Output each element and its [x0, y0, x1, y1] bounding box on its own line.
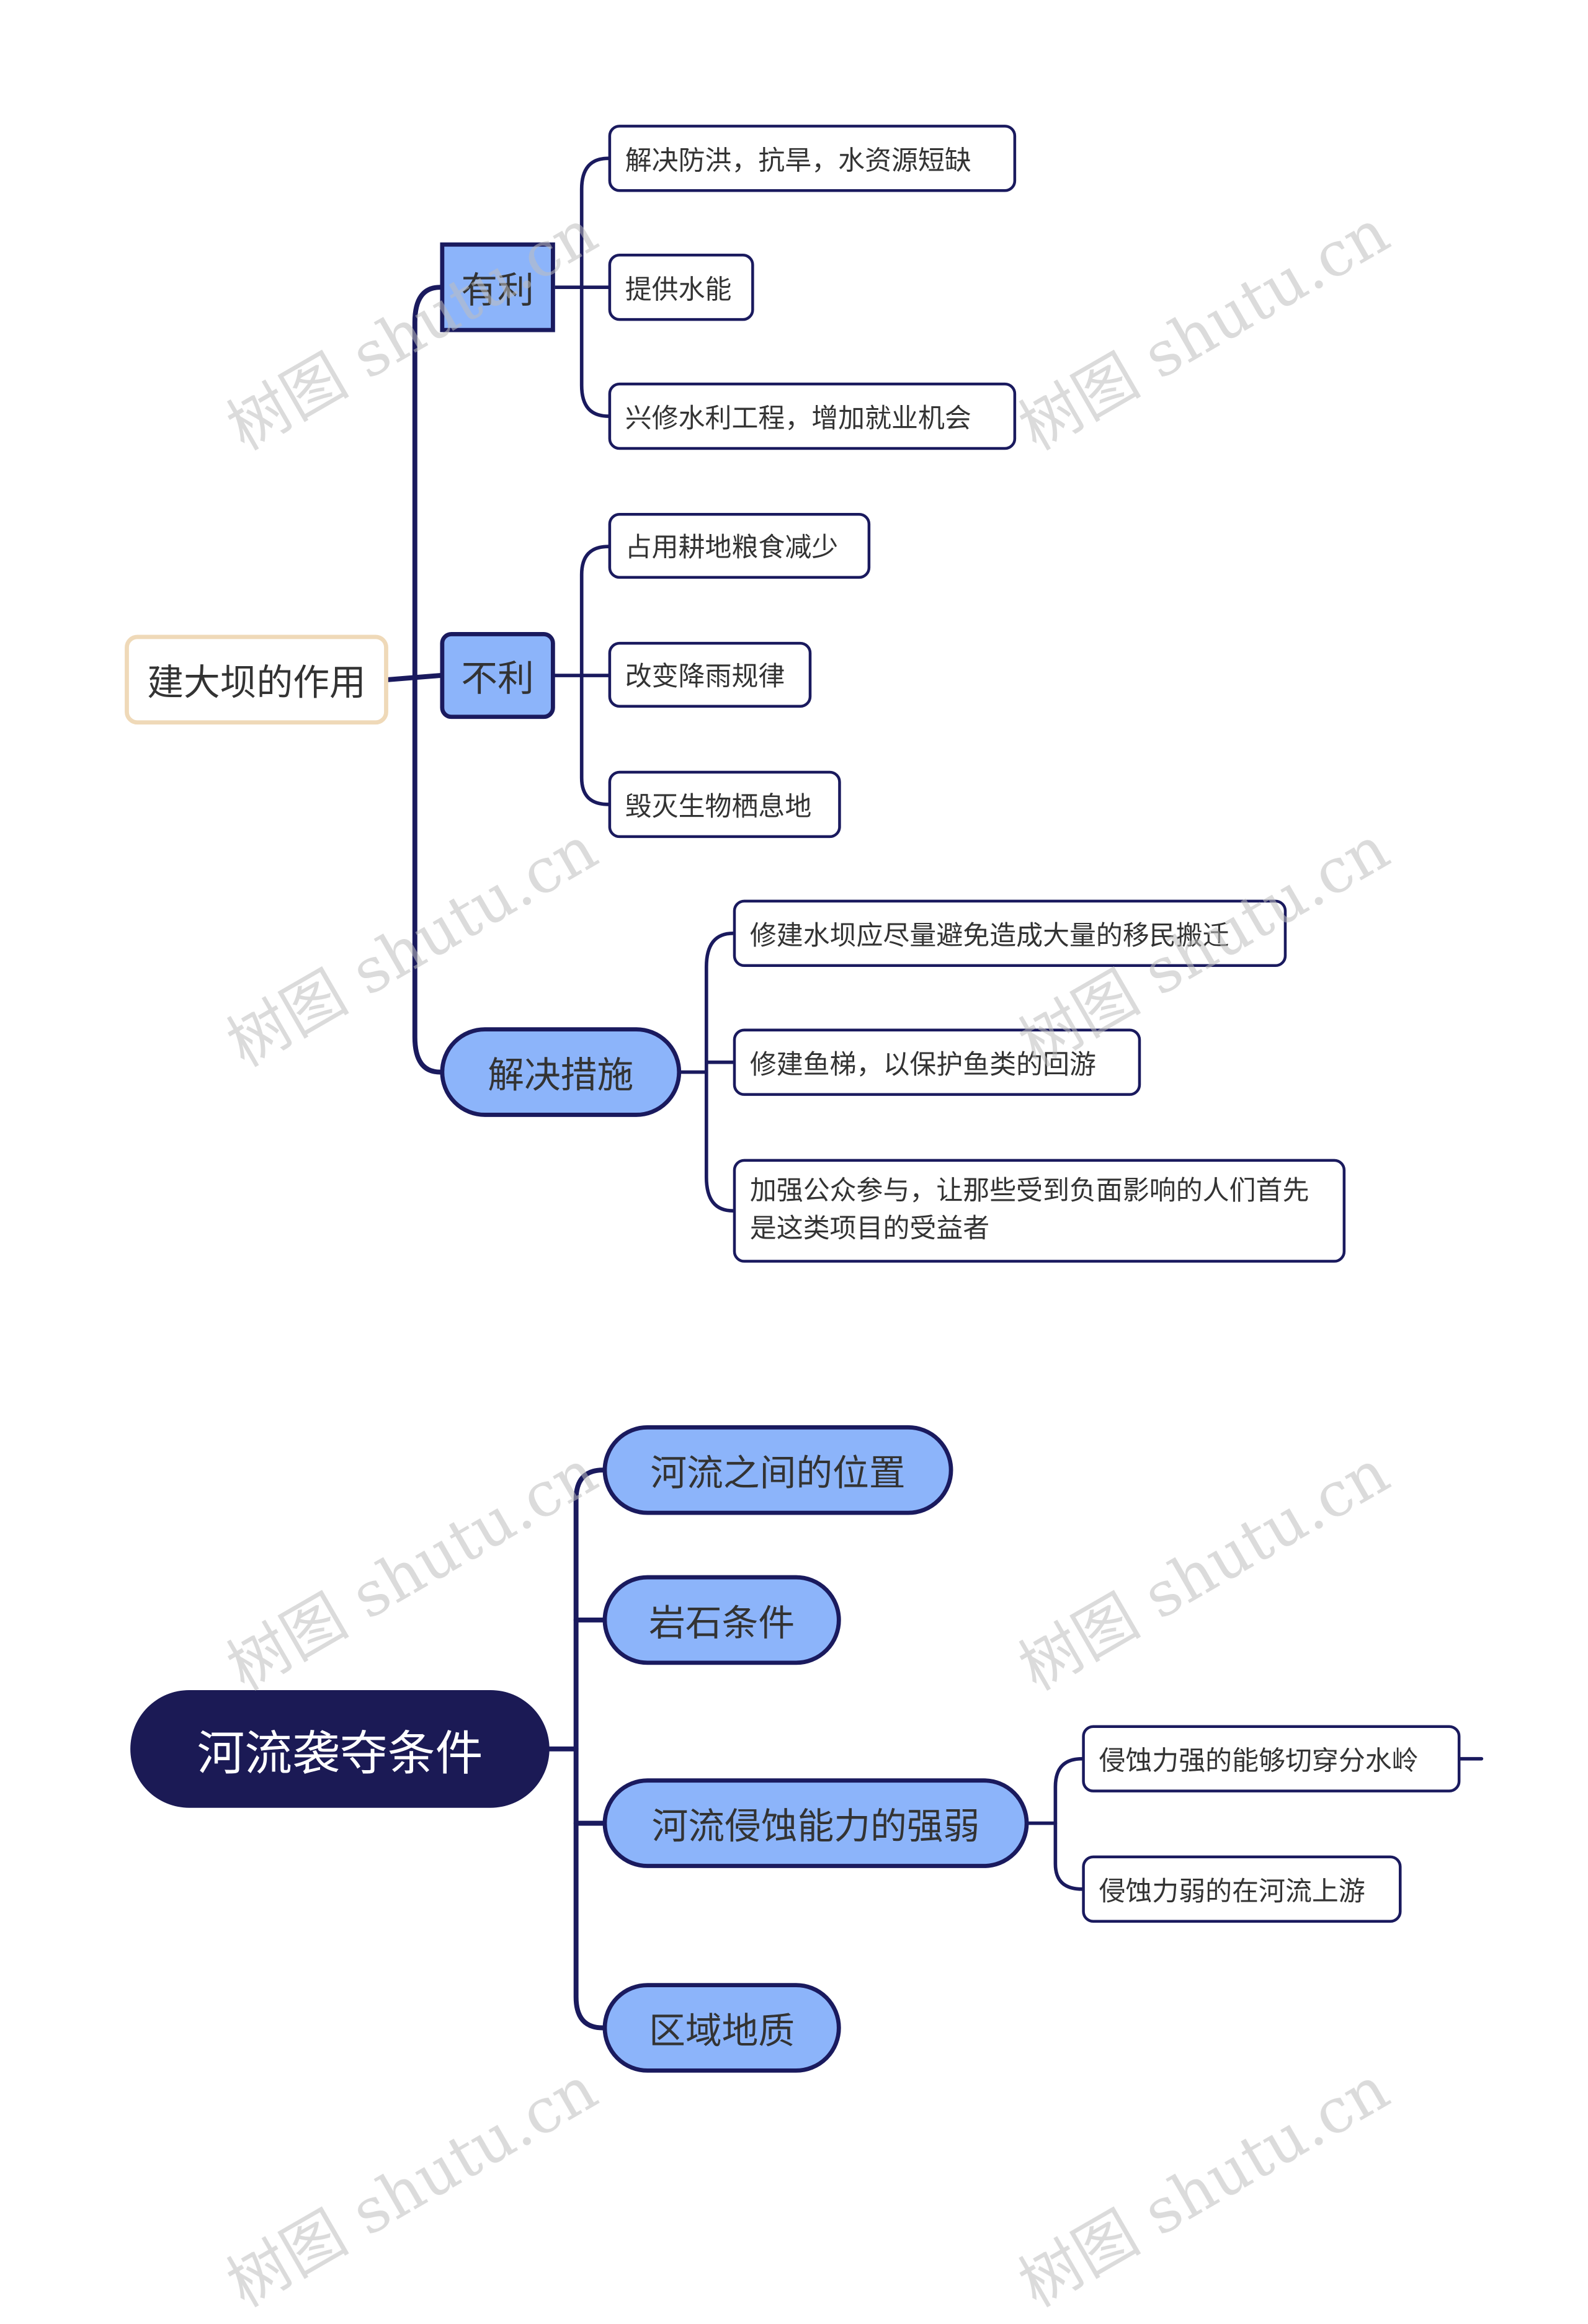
root-node-river-capture[interactable]: 河流袭夺条件	[130, 1690, 550, 1808]
branch-label: 河流之间的位置	[650, 1452, 906, 1495]
leaf-node[interactable]: 兴修水利工程，增加就业机会	[608, 382, 1017, 450]
branch-label: 区域地质	[649, 2010, 795, 2053]
mind-map-canvas: 建大坝的作用 有利 不利 解决措施 解决防洪，抗旱，水资源短缺 提供水能 兴修水…	[125, 125, 1484, 2322]
branch-node[interactable]: 河流侵蚀能力的强弱	[602, 1778, 1029, 1868]
root-label: 河流袭夺条件	[197, 1725, 483, 1782]
branch-node-pros[interactable]: 有利	[440, 242, 555, 332]
leaf-label: 加强公众参与，让那些受到负面影响的人们首先是这类项目的受益者	[749, 1175, 1309, 1245]
leaf-label: 修建水坝应尽量避免造成大量的移民搬迁	[749, 920, 1229, 951]
leaf-label: 提供水能	[625, 274, 732, 305]
leaf-node[interactable]: 毁灭生物栖息地	[608, 770, 841, 839]
branch-label: 解决措施	[488, 1054, 634, 1097]
leaf-label: 兴修水利工程，增加就业机会	[625, 403, 971, 434]
branch-label: 不利	[461, 657, 534, 700]
branch-node[interactable]: 区域地质	[602, 1983, 841, 2073]
branch-node-solutions[interactable]: 解决措施	[440, 1027, 682, 1117]
leaf-node[interactable]: 改变降雨规律	[608, 641, 812, 708]
leaf-label: 毁灭生物栖息地	[625, 791, 812, 822]
leaf-node[interactable]: 修建水坝应尽量避免造成大量的移民搬迁	[733, 899, 1287, 968]
leaf-label: 占用耕地粮食减少	[625, 532, 839, 564]
leaf-label: 改变降雨规律	[625, 661, 785, 693]
branch-node[interactable]: 岩石条件	[602, 1575, 841, 1665]
connector-lines	[385, 156, 1484, 2031]
leaf-node[interactable]: 提供水能	[608, 253, 754, 321]
leaf-node[interactable]: 加强公众参与，让那些受到负面影响的人们首先是这类项目的受益者	[733, 1159, 1346, 1263]
leaf-node[interactable]: 侵蚀力弱的在河流上游	[1082, 1855, 1402, 1923]
branch-label: 河流侵蚀能力的强弱	[651, 1805, 980, 1848]
leaf-label: 侵蚀力弱的在河流上游	[1099, 1876, 1365, 1907]
root-label: 建大坝的作用	[147, 662, 366, 705]
root-node-dam[interactable]: 建大坝的作用	[125, 634, 388, 725]
leaf-node[interactable]: 侵蚀力强的能够切穿分水岭	[1082, 1725, 1461, 1792]
leaf-label: 解决防洪，抗旱，水资源短缺	[625, 145, 971, 176]
branch-node-cons[interactable]: 不利	[440, 632, 555, 719]
branch-label: 有利	[461, 269, 534, 312]
leaf-node[interactable]: 修建鱼梯，以保护鱼类的回游	[733, 1028, 1141, 1096]
branch-label: 岩石条件	[649, 1602, 795, 1645]
branch-node[interactable]: 河流之间的位置	[602, 1425, 953, 1515]
leaf-label: 修建鱼梯，以保护鱼类的回游	[749, 1049, 1096, 1080]
leaf-node[interactable]: 占用耕地粮食减少	[608, 512, 871, 579]
leaf-label: 侵蚀力强的能够切穿分水岭	[1099, 1745, 1419, 1776]
leaf-node[interactable]: 解决防洪，抗旱，水资源短缺	[608, 125, 1017, 192]
